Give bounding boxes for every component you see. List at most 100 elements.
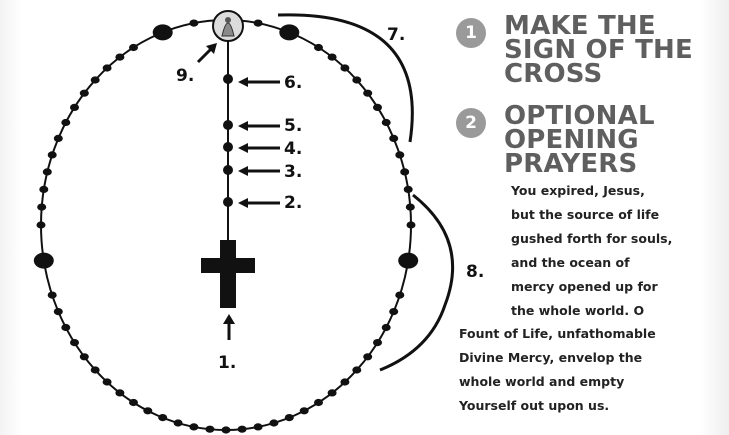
rosary-bead: [389, 308, 398, 315]
prayer-line: You expired, Jesus,: [511, 183, 645, 198]
rosary-bead: [300, 407, 309, 414]
rosary-bead: [205, 426, 214, 433]
arrow-left-icon: [238, 166, 280, 176]
pendant-bead: [223, 142, 233, 152]
label-5: 5.: [284, 116, 302, 136]
pendant-bead: [223, 74, 233, 84]
rosary-bead: [328, 54, 337, 61]
arrow-left-icon: [238, 143, 280, 153]
rosary-bead: [389, 135, 398, 142]
rosary-bead: [48, 292, 57, 299]
prayer-line: Divine Mercy, envelop the: [459, 350, 642, 365]
rosary-large-bead: [34, 253, 54, 269]
rosary-bead: [404, 186, 413, 193]
rosary-bead: [129, 399, 138, 406]
rosary-bead: [37, 204, 46, 211]
rosary-bead: [54, 308, 63, 315]
label-8: 8.: [466, 262, 484, 282]
rosary-large-bead: [398, 253, 418, 269]
rosary-bead: [407, 221, 416, 228]
rosary-bead: [400, 168, 409, 175]
label-6: 6.: [284, 73, 302, 93]
rosary-bead: [340, 378, 349, 385]
rosary-bead: [61, 324, 70, 331]
prayer-line: but the source of life: [511, 207, 659, 222]
step-1-title: MAKE THE SIGN OF THE CROSS: [504, 14, 693, 86]
step-2-title: OPTIONAL OPENING PRAYERS: [504, 104, 655, 176]
prayer-line: mercy opened up for: [511, 279, 658, 294]
rosary-bead: [115, 54, 124, 61]
rosary-bead: [406, 204, 415, 211]
arrows: [198, 43, 280, 340]
label-9: 9.: [176, 66, 194, 86]
rosary-bead: [174, 419, 183, 426]
rosary-bead: [382, 324, 391, 331]
arrow-left-icon: [238, 121, 280, 131]
rosary-large-bead: [279, 24, 299, 40]
rosary-bead: [37, 221, 46, 228]
rosary-bead: [54, 135, 63, 142]
arrow-left-icon: [238, 77, 280, 87]
rosary-bead: [70, 104, 79, 111]
rosary-bead: [70, 339, 79, 346]
rosary-bead: [373, 104, 382, 111]
label-7: 7.: [387, 25, 405, 45]
rosary-bead: [373, 339, 382, 346]
rosary-bead: [39, 186, 48, 193]
rosary-bead: [143, 407, 152, 414]
rosary-bead: [91, 76, 100, 83]
pendant-bead: [223, 165, 233, 175]
step-1-badge: 1: [456, 18, 486, 48]
arrow-up-icon: [223, 314, 235, 340]
arrow-upright-icon: [198, 43, 217, 62]
pendant-bead: [223, 197, 233, 207]
rosary-bead: [103, 378, 112, 385]
rosary-large-bead: [153, 24, 173, 40]
rosary-bead: [363, 90, 372, 97]
rosary-bead: [189, 20, 198, 27]
rosary-bead: [91, 366, 100, 373]
rosary-bead: [269, 419, 278, 426]
rosary-bead: [254, 423, 263, 430]
rosary-bead: [103, 64, 112, 71]
prayer-line: whole world and empty: [459, 374, 624, 389]
rosary-bead: [48, 151, 57, 158]
label-2: 2.: [284, 193, 302, 213]
step-2-badge: 2: [456, 108, 486, 138]
rosary-bead: [222, 426, 231, 433]
rosary-bead: [352, 76, 361, 83]
rosary-bead: [115, 389, 124, 396]
prayer-line: gushed forth for souls,: [511, 231, 672, 246]
prayer-line: and the ocean of: [511, 255, 630, 270]
rosary-bead: [340, 64, 349, 71]
rosary-bead: [43, 168, 52, 175]
rosary-bead: [189, 423, 198, 430]
label-4: 4.: [284, 139, 302, 159]
mary-medal-icon: [213, 11, 243, 41]
pendant-bead: [223, 120, 233, 130]
rosary-bead: [254, 20, 263, 27]
rosary-bead: [382, 119, 391, 126]
rosary-bead: [61, 119, 70, 126]
step-1: 1 MAKE THE SIGN OF THE CROSS: [440, 14, 729, 94]
label-1: 1.: [218, 353, 236, 373]
rosary-bead: [80, 353, 89, 360]
prayer-line: the whole world. O: [511, 303, 644, 318]
rosary-bead: [314, 44, 323, 51]
label-3: 3.: [284, 162, 302, 182]
prayer-line: Yourself out upon us.: [459, 398, 609, 413]
rosary-bead: [238, 426, 247, 433]
rosary-bead: [395, 151, 404, 158]
rosary-bead: [395, 292, 404, 299]
step-2: 2 OPTIONAL OPENING PRAYERS: [440, 104, 729, 184]
rosary-bead: [129, 44, 138, 51]
rosary-bead: [328, 389, 337, 396]
rosary-bead: [363, 353, 372, 360]
rosary-bead: [314, 399, 323, 406]
rosary-bead: [352, 366, 361, 373]
rosary-bead: [158, 414, 167, 421]
bracket-8: [380, 195, 453, 370]
arrow-left-icon: [238, 198, 280, 208]
crucifix-icon: [201, 240, 255, 308]
rosary-bead: [80, 90, 89, 97]
